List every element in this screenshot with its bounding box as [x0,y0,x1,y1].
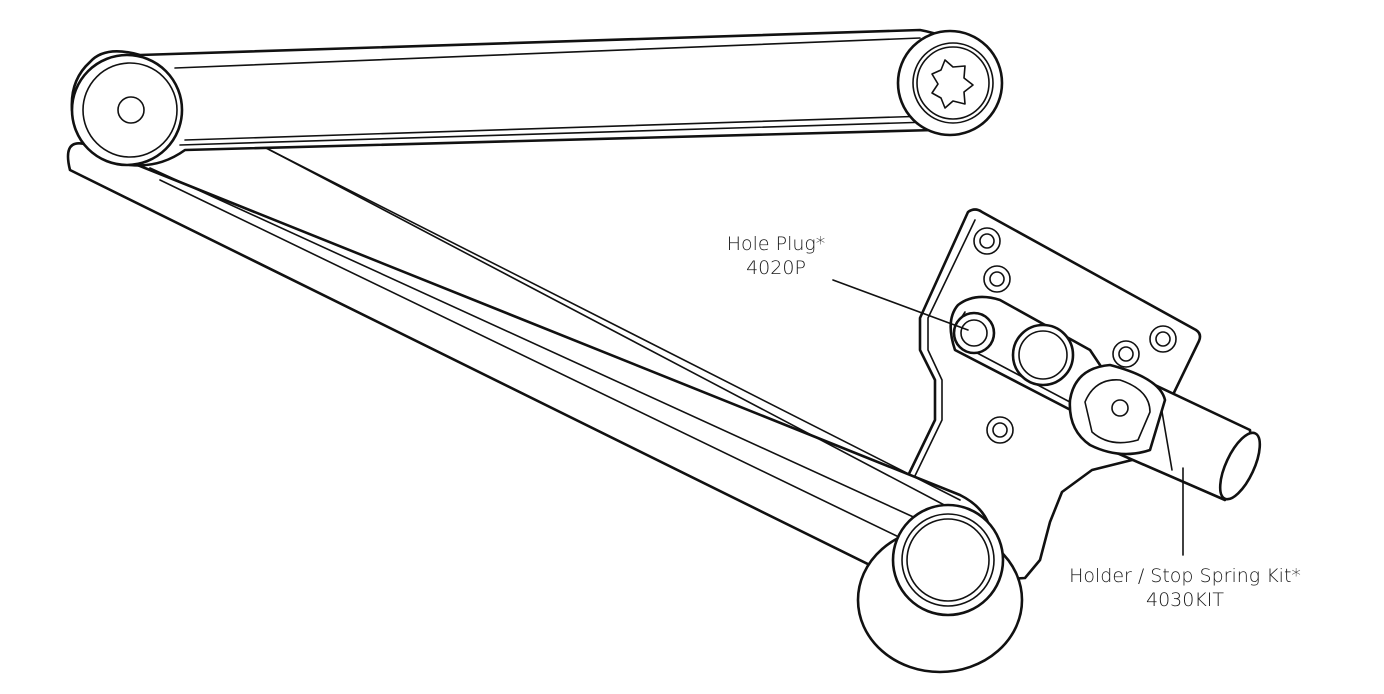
holder-kit-callout: Holder / Stop Spring Kit* 4030KIT [1060,564,1310,612]
holder-kit-name: Holder / Stop Spring Kit* [1069,565,1301,587]
bracket-screw [1112,340,1140,368]
bracket-screw [983,265,1011,293]
hole-plug-leader [832,279,969,331]
holder-stop-spring-kit [1068,363,1262,502]
main-arm [66,142,994,595]
forearm [70,28,992,167]
hole-plug-callout: Hole Plug* 4020P [706,232,846,280]
hole-plug-part-number: 4020P [746,257,806,279]
bracket-screw [973,227,1001,255]
arm-pivot-hub [856,503,1024,674]
hole-plug-name: Hole Plug* [726,233,826,255]
bracket-screw [1149,325,1177,353]
star-socket-icon [931,59,974,109]
forearm-pivot [70,53,184,167]
bracket-screw [986,416,1014,444]
holder-kit-part-number: 4030KIT [1145,589,1225,611]
spindle-boss [1011,323,1075,387]
arm-end-cap [896,29,1004,137]
hole-plug [952,311,996,355]
